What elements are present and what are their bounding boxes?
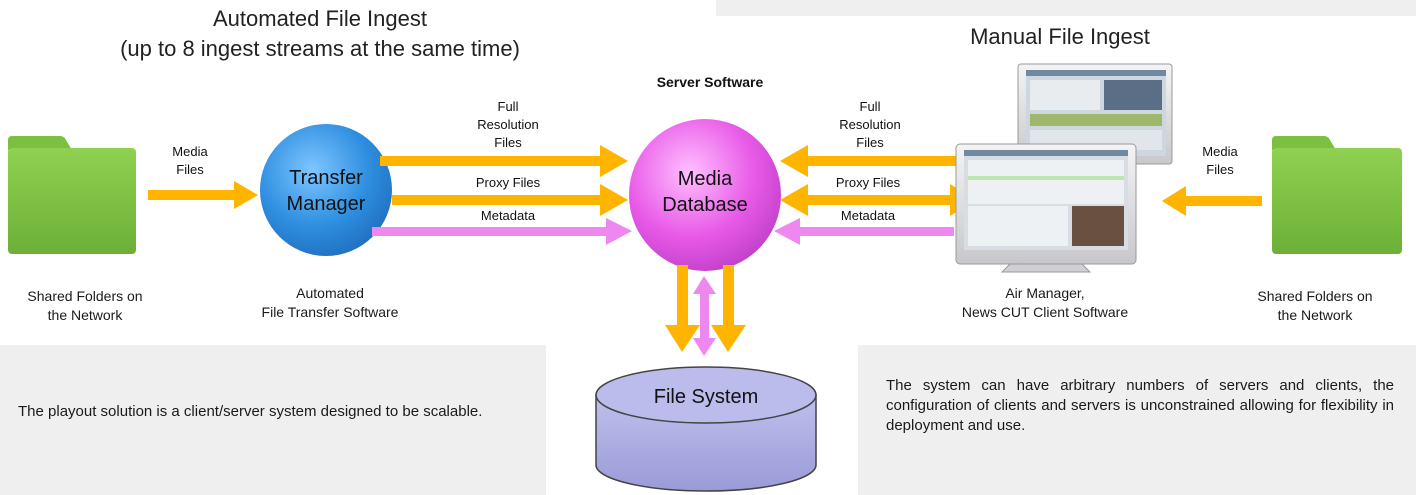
full-res-right-line1: Full — [859, 99, 881, 114]
monitor-back-icon — [1017, 63, 1173, 165]
full-res-right-line2: Resolution — [839, 117, 901, 132]
automated-ingest-title-line2: (up to 8 ingest streams at the same time… — [120, 36, 520, 61]
file-system-label: File System — [653, 386, 759, 408]
transfer-manager-line1: Transfer — [289, 167, 363, 189]
arrow-metadata-right — [774, 218, 954, 245]
shared-folders-caption-right: Shared Folders on the Network — [1230, 287, 1400, 325]
server-software-label: Server Software — [656, 74, 764, 90]
client-caption-line2: News CUT Client Software — [961, 304, 1129, 320]
arrow-media-files-left — [148, 181, 258, 209]
full-res-left-line1: Full — [497, 99, 519, 114]
transfer-caption-line2: File Transfer Software — [261, 304, 399, 320]
media-db-line2: Database — [662, 194, 748, 216]
left-description: The playout solution is a client/server … — [18, 403, 483, 420]
shared-folders-caption-left: Shared Folders on the Network — [10, 287, 160, 325]
arrows-db-filesystem — [665, 265, 746, 356]
media-files-label-right: Media Files — [1180, 143, 1260, 179]
shared-folders-left-line1: Shared Folders on — [27, 288, 143, 304]
transfer-manager-node — [260, 124, 392, 256]
right-description-panel — [858, 345, 1416, 495]
arrow-media-files-right — [1162, 186, 1262, 216]
arrow-full-res-right — [780, 145, 958, 177]
media-files-left-line1: Media — [172, 144, 208, 159]
media-files-left-line2: Files — [176, 162, 204, 177]
file-system-node — [595, 366, 817, 492]
full-res-right-line3: Files — [856, 135, 884, 150]
transfer-software-caption: Automated File Transfer Software — [230, 284, 430, 322]
arrow-metadata-left — [372, 218, 632, 245]
media-files-right-line1: Media — [1202, 144, 1238, 159]
left-description-panel — [0, 345, 546, 495]
full-res-label-left: Full Resolution Files — [460, 98, 556, 152]
media-db-line1: Media — [677, 168, 733, 190]
full-res-left-line3: Files — [494, 135, 522, 150]
automated-ingest-title-line1: Automated File Ingest — [212, 6, 427, 31]
metadata-label-left: Metadata — [480, 208, 536, 223]
client-software-caption: Air Manager, News CUT Client Software — [930, 284, 1160, 322]
proxy-files-label-left: Proxy Files — [475, 175, 541, 190]
media-database-label: Media Database — [640, 166, 770, 218]
client-caption-line1: Air Manager, — [1005, 285, 1085, 301]
monitor-front-icon — [955, 143, 1137, 273]
transfer-caption-line1: Automated — [296, 285, 364, 301]
transfer-manager-line2: Manager — [286, 193, 366, 215]
automated-ingest-title: Automated File Ingest (up to 8 ingest st… — [70, 4, 570, 64]
media-database-node — [629, 119, 781, 271]
right-folder-icon — [1272, 136, 1402, 254]
full-res-left-line2: Resolution — [477, 117, 539, 132]
transfer-manager-label: Transfer Manager — [266, 165, 386, 217]
media-files-right-line2: Files — [1206, 162, 1234, 177]
proxy-files-label-right: Proxy Files — [835, 175, 901, 190]
manual-ingest-title: Manual File Ingest — [970, 24, 1150, 49]
arrow-full-res-left — [380, 145, 628, 177]
left-folder-icon — [8, 136, 136, 254]
shared-folders-left-line2: the Network — [47, 307, 123, 323]
metadata-label-right: Metadata — [840, 208, 896, 223]
shared-folders-right-line1: Shared Folders on — [1257, 288, 1373, 304]
media-files-label-left: Media Files — [150, 143, 230, 179]
full-res-label-right: Full Resolution Files — [822, 98, 918, 152]
arrow-proxy-left — [392, 184, 628, 216]
right-description: The system can have arbitrary numbers of… — [886, 377, 1394, 434]
top-right-panel — [716, 0, 1416, 16]
shared-folders-right-line2: the Network — [1277, 307, 1353, 323]
